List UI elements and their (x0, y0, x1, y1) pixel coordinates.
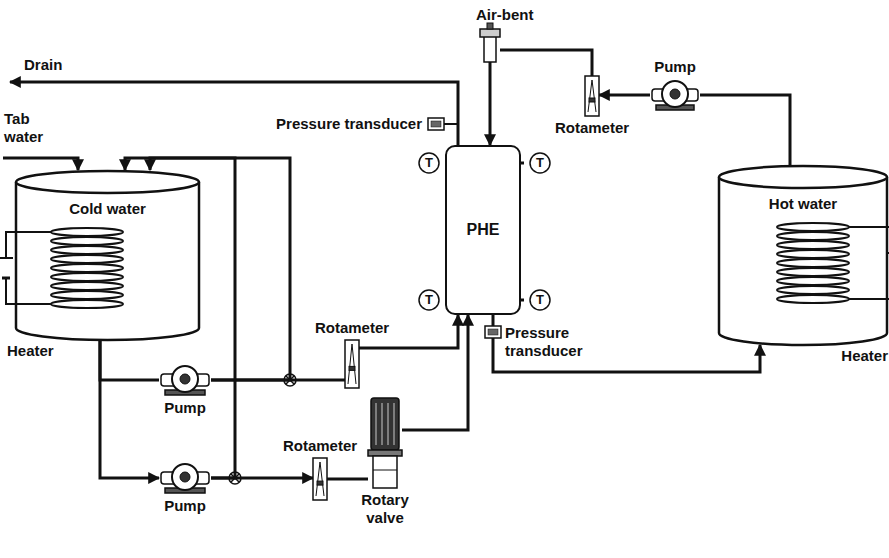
node-label: Rotameter (555, 119, 629, 137)
node-label: T (524, 155, 556, 171)
pipe-connector (521, 162, 524, 165)
node-label: T (413, 155, 445, 171)
rotameter: Rotameter (585, 76, 599, 116)
pump-icon (650, 79, 700, 111)
cold-water-tank: Cold waterHeater (15, 170, 200, 340)
pipe-connector (327, 478, 368, 481)
pump: Pump (159, 462, 211, 494)
rotary-valve: Rotary valve (368, 398, 402, 488)
pump-icon (159, 462, 211, 494)
pressure-transducer: Pressure transducer (485, 326, 501, 338)
inlet-label: Tab water (4, 110, 54, 146)
node-label: Pump (164, 497, 206, 515)
node-label: Heater (841, 347, 888, 365)
tap-water-pipe (3, 158, 78, 170)
node-label: Pump (654, 58, 696, 76)
rotameter-icon (585, 76, 599, 116)
pipe-connector (489, 62, 492, 145)
pipe-connector (402, 315, 468, 430)
node-label: Pressure transducer (505, 324, 590, 360)
airbent-icon (480, 26, 500, 62)
node-label: Pressure transducer (276, 115, 422, 133)
temperature-sensor: T (413, 152, 445, 174)
pipe-connector (100, 340, 159, 380)
node-label: T (413, 292, 445, 308)
rotameter-icon (345, 340, 359, 388)
rotary-icon (368, 398, 402, 488)
pump: Pump (159, 364, 211, 396)
temperature-sensor: T (413, 289, 445, 311)
node-label: Rotary valve (354, 491, 416, 527)
pipe-connector (492, 315, 495, 326)
node-label: Air-bent (476, 6, 534, 24)
pipe-connector (521, 299, 524, 302)
air-vent: Air-bent (480, 26, 500, 62)
pipe-connector (700, 95, 790, 165)
transducer-icon (485, 326, 501, 338)
pump-icon (159, 364, 211, 396)
temperature-sensor: T (524, 152, 556, 174)
pipe-connector (500, 50, 592, 76)
node-label: Rotameter (315, 319, 389, 337)
node-label: Heater (7, 342, 54, 360)
drain-label: Drain (24, 56, 62, 74)
pressure-transducer: Pressure transducer (428, 118, 444, 130)
rotameter: Rotameter (313, 458, 327, 500)
node-label: Pump (164, 399, 206, 417)
node-label: Hot water (718, 195, 888, 213)
node-label: T (524, 292, 556, 308)
pump: Pump (650, 79, 700, 111)
rotameter: Rotameter (345, 340, 359, 388)
pipe-connector (100, 340, 159, 478)
node-label: Rotameter (283, 437, 357, 455)
node-label: PHE (447, 220, 519, 239)
temperature-sensor: T (524, 289, 556, 311)
tank-icon (15, 170, 200, 340)
tank-icon (718, 165, 888, 345)
drain-pipe (10, 82, 458, 145)
transducer-icon (428, 118, 444, 130)
pipe-connector (599, 94, 650, 97)
rotameter-icon (313, 458, 327, 500)
plate-heat-exchanger: PHE (445, 145, 521, 315)
transducer-tap (444, 123, 458, 125)
node-label: Cold water (15, 200, 200, 218)
hot-water-tank: Hot waterHeater (718, 165, 888, 345)
